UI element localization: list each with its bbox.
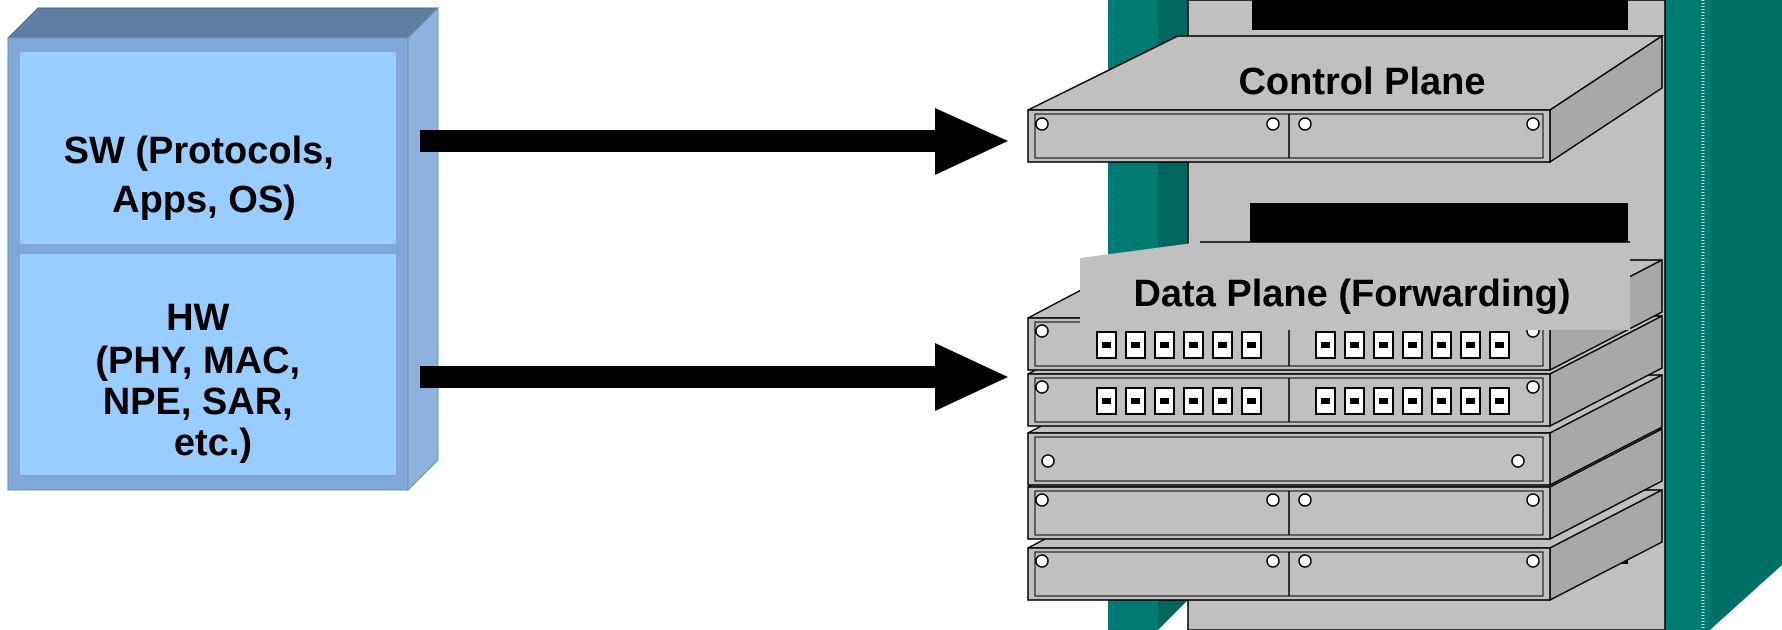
control-plane-unit: Control Plane	[1027, 34, 1665, 164]
block-side-face	[407, 6, 439, 492]
screw-icon	[1526, 493, 1540, 507]
port-led-icon	[1437, 342, 1446, 348]
screw-icon	[1511, 454, 1525, 468]
data-plane-units	[1027, 258, 1663, 602]
right-arrow-icon	[420, 343, 1008, 411]
screw-icon	[1526, 380, 1540, 394]
port-led-icon	[1408, 398, 1417, 404]
hw-label-line: etc.)	[174, 422, 252, 464]
hw-label: HW (PHY, MAC, NPE, SAR, etc.)	[95, 297, 310, 464]
port-led-icon	[1350, 398, 1359, 404]
port-led-icon	[1408, 342, 1417, 348]
port-led-icon	[1160, 342, 1169, 348]
port-led-icon	[1379, 398, 1388, 404]
screw-icon	[1298, 554, 1312, 568]
hw-label-line: NPE, SAR,	[103, 381, 293, 423]
control-plane-label: Control Plane	[1238, 61, 1485, 103]
sw-label-line: SW (Protocols,	[64, 130, 334, 172]
port-led-icon	[1218, 342, 1227, 348]
port-led-icon	[1160, 398, 1169, 404]
port-led-icon	[1466, 342, 1475, 348]
screw-icon	[1035, 380, 1049, 394]
screw-icon	[1266, 554, 1280, 568]
screw-icon	[1035, 554, 1049, 568]
rack-right-post	[1665, 0, 1782, 630]
port-led-icon	[1495, 398, 1504, 404]
sw-hw-block: SW (Protocols, Apps, OS) HW (PHY, MAC, N…	[6, 6, 440, 492]
screw-icon	[1266, 493, 1280, 507]
chassis-bezel	[1034, 436, 1544, 482]
port-led-icon	[1102, 342, 1111, 348]
port-led-icon	[1350, 342, 1359, 348]
port-led-icon	[1466, 398, 1475, 404]
port-led-icon	[1218, 398, 1227, 404]
screw-icon	[1298, 493, 1312, 507]
port-led-icon	[1189, 342, 1198, 348]
port-led-icon	[1437, 398, 1446, 404]
port-led-icon	[1131, 342, 1140, 348]
rack-slot	[1252, 0, 1628, 30]
port-led-icon	[1321, 398, 1330, 404]
hw-label-line: (PHY, MAC,	[95, 340, 300, 382]
data-plane-label: Data Plane (Forwarding)	[1133, 273, 1570, 315]
port-led-icon	[1189, 398, 1198, 404]
right-arrow-icon	[420, 108, 1008, 175]
hw-label-line: HW	[166, 297, 229, 339]
port-led-icon	[1495, 342, 1504, 348]
screw-icon	[1035, 324, 1049, 338]
screw-icon	[1041, 454, 1055, 468]
chassis-front	[1027, 432, 1551, 486]
sw-label-line: Apps, OS)	[112, 179, 296, 221]
router-rack-icon: Control Plane Data Plane (Forwarding)	[1027, 0, 1782, 630]
block-top-face	[6, 7, 440, 39]
port-led-icon	[1379, 342, 1388, 348]
hw-panel	[20, 254, 396, 475]
port-led-icon	[1131, 398, 1140, 404]
screw-icon	[1035, 493, 1049, 507]
screw-icon	[1526, 554, 1540, 568]
port-led-icon	[1102, 398, 1111, 404]
port-led-icon	[1321, 342, 1330, 348]
data-plane-label-plate: Data Plane (Forwarding)	[1080, 241, 1630, 330]
port-led-icon	[1247, 342, 1256, 348]
sw-label: SW (Protocols, Apps, OS)	[64, 130, 345, 221]
sw-panel	[20, 52, 396, 244]
port-led-icon	[1247, 398, 1256, 404]
